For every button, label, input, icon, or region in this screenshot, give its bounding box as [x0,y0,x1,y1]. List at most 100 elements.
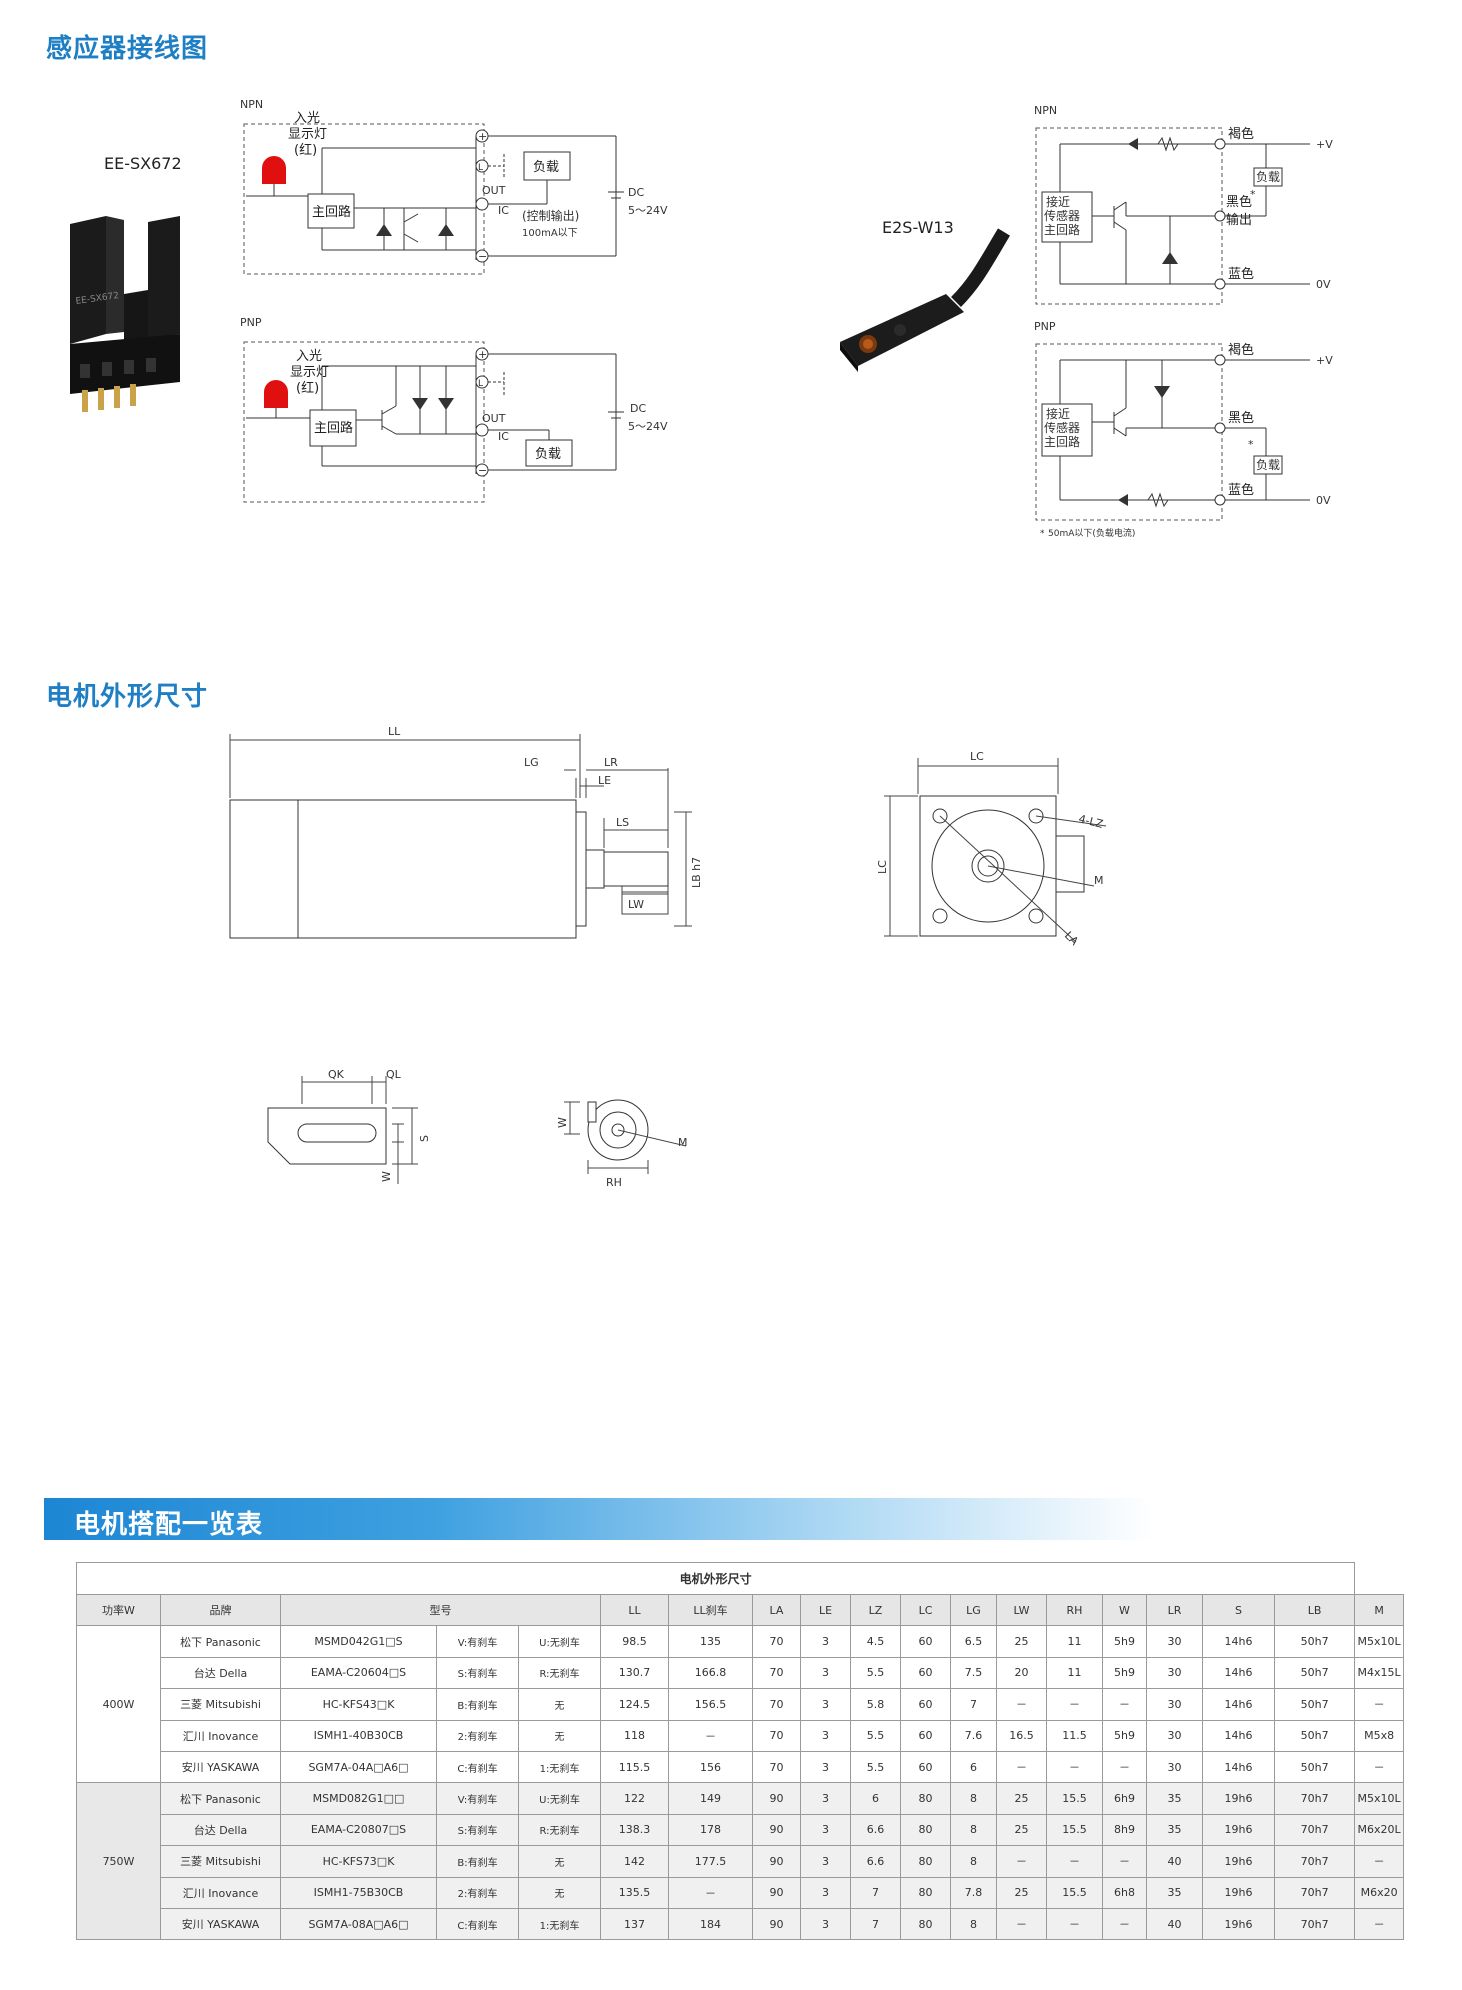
table-cell: 3 [800,1845,851,1878]
dim-lc-side-label: LC [876,860,889,874]
header-rh: RH [1046,1593,1103,1627]
table-cell: － [1046,1907,1103,1941]
table-cell: 19h6 [1202,1907,1275,1941]
header-ll-brake: LL刹车 [668,1593,753,1627]
table-cell: － [1102,1688,1147,1721]
table-cell: 3 [800,1876,851,1909]
npn-ic-label: IC [498,204,509,217]
header-brand: 品牌 [160,1593,281,1627]
e2s-npn-brown-label: 褐色 [1228,126,1254,142]
e2s-footnote-star: * [1040,529,1045,539]
npn-minus-symbol: − [478,250,487,263]
table-cell: 166.8 [668,1656,753,1690]
e2s-pnp-label: PNP [1034,320,1056,333]
table-cell: 8 [950,1845,997,1878]
table-cell: 安川 YASKAWA [160,1750,281,1784]
table-cell: 98.5 [600,1625,669,1658]
table-cell: 70 [752,1656,801,1690]
table-cell: － [668,1719,753,1752]
table-cell: 70 [752,1625,801,1658]
e2s-npn-load-label: 负载 [1256,170,1280,184]
table-cell: EAMA-C20807□S [280,1813,437,1847]
header-ll: LL [600,1593,669,1627]
table-cell: 50h7 [1273,1688,1356,1721]
match-section-title: 电机搭配一览表 [74,1510,264,1540]
table-cell: 30 [1146,1688,1203,1721]
sensor1-photo: EE-SX672 [70,216,180,412]
table-cell: 6.5 [950,1625,997,1658]
ee-sx672-pnp-diagram: PNP + L − DC 5～24V 负载 OUT IC 主回路 入光 显示灯 … [240,316,668,503]
sensor2-photo [840,228,1011,372]
table-cell: 156 [668,1750,753,1784]
e2s-pnp-prox-2: 传感器 [1044,420,1080,435]
table-cell: 19h6 [1202,1782,1275,1815]
dim-w-label: W [380,1171,393,1182]
table-cell: 15.5 [1046,1876,1103,1909]
table-cell: MSMD042G1□S [280,1625,437,1658]
table-cell: 60 [900,1719,951,1752]
dim-qk-label: QK [328,1068,345,1081]
header-power: 功率W [76,1593,161,1627]
table-cell: 118 [600,1719,669,1752]
npn-load-label: 负载 [533,160,559,175]
e2s-npn-black-label: 黑色 [1226,194,1252,210]
table-cell: 19h6 [1202,1845,1275,1878]
header-lb: LB [1273,1593,1356,1627]
table-cell: 137 [600,1907,669,1941]
table-cell: S:有刹车 [436,1813,519,1847]
table-cell: 5.8 [850,1688,901,1721]
sensor2-model-label: E2S-W13 [882,218,954,237]
npn-label: NPN [240,98,263,111]
table-cell: 142 [600,1845,669,1878]
table-cell: 130.7 [600,1656,669,1690]
table-cell: 70 [752,1688,801,1721]
table-cell: 60 [900,1625,951,1658]
table-cell: 80 [900,1782,951,1815]
table-cell: M6x20 [1354,1876,1404,1909]
table-cell: 5.5 [850,1656,901,1690]
table-cell: 14h6 [1202,1719,1275,1752]
table-cell: HC-KFS73□K [280,1845,437,1878]
table-cell: 5h9 [1102,1625,1147,1658]
e2s-pnp-plus-v: +V [1316,354,1333,367]
table-cell: 6.6 [850,1845,901,1878]
table-cell: 7 [850,1876,901,1909]
table-cell: 6h9 [1102,1782,1147,1815]
table-cell: 90 [752,1782,801,1815]
e2s-pnp-load-label: 负载 [1256,458,1280,472]
table-cell: 135 [668,1625,753,1658]
table-cell: 16.5 [996,1719,1047,1752]
table-cell: 11 [1046,1625,1103,1658]
table-cell: 40 [1146,1845,1203,1878]
wiring-section-title: 感应器接线图 [46,34,209,64]
shaft-end-detail: W M RH [556,1099,688,1189]
table-cell: B:有刹车 [436,1845,519,1878]
table-cell: － [1102,1750,1147,1784]
table-cell: 177.5 [668,1845,753,1878]
table-cell: － [1354,1845,1404,1878]
dim-ls-label: LS [616,816,629,829]
table-cell: 7.8 [950,1876,997,1909]
table-cell: 无 [518,1688,601,1721]
table-cell: ISMH1-75B30CB [280,1876,437,1909]
table-cell: 19h6 [1202,1876,1275,1909]
pnp-label: PNP [240,316,262,329]
e2s-npn-prox-3: 主回路 [1044,222,1080,237]
match-section-banner: 电机搭配一览表 [44,1498,1154,1540]
table-cell: 松下 Panasonic [160,1782,281,1815]
dim-s-label: S [418,1135,431,1142]
table-cell: MSMD082G1□□ [280,1782,437,1815]
table-cell: 178 [668,1813,753,1847]
table-cell: － [1046,1688,1103,1721]
table-cell: 11.5 [1046,1719,1103,1752]
table-cell: 松下 Panasonic [160,1625,281,1658]
table-cell: 汇川 Inovance [160,1876,281,1909]
power-cell: 400W [76,1625,161,1784]
dim-ql-label: QL [386,1068,402,1081]
dim-lg-label: LG [524,756,539,769]
header-model: 型号 [280,1593,601,1627]
